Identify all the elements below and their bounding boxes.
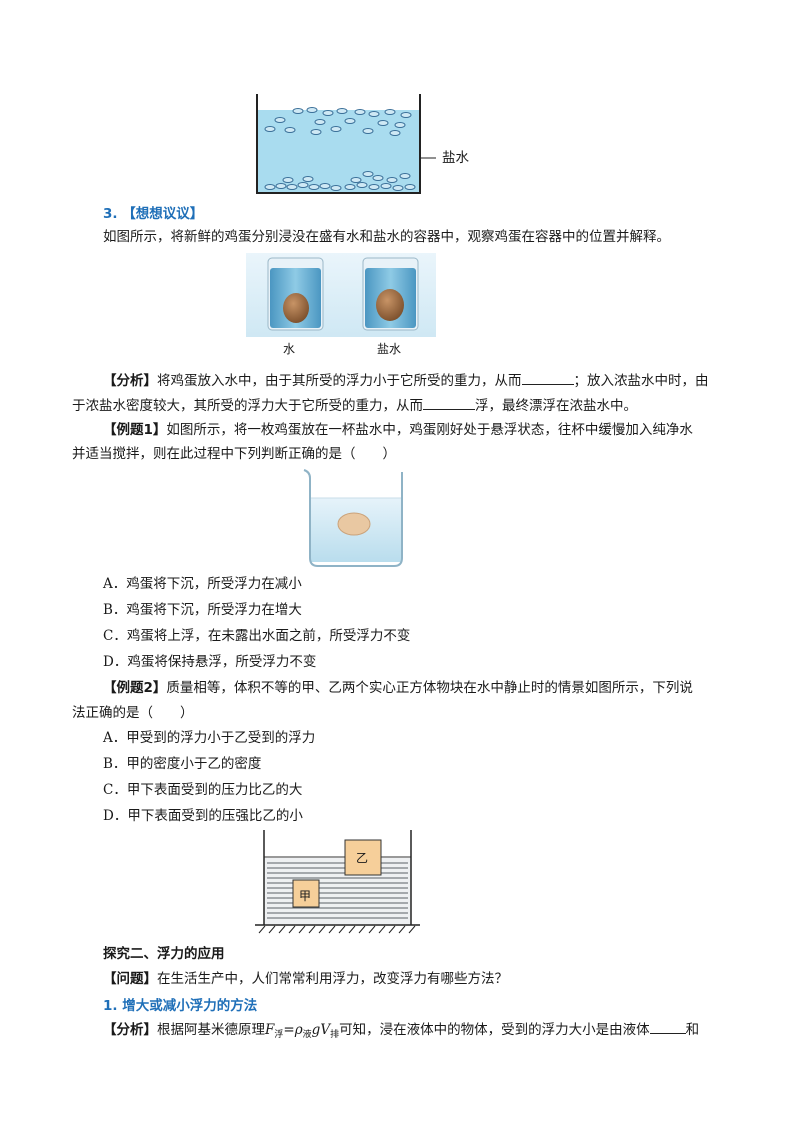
- section-1-heading: 1. 增大或减小浮力的方法: [103, 998, 258, 1014]
- egg-beaker-figure: [300, 468, 410, 570]
- example-1-line-2: 并适当搅拌，则在此过程中下列判断正确的是（ ）: [72, 446, 396, 462]
- example-1-line-1: 【例题1】如图所示，将一枚鸡蛋放在一杯盐水中，鸡蛋刚好处于悬浮状态，往杯中缓慢加…: [103, 422, 693, 438]
- example-tag: 【例题1】: [103, 422, 167, 438]
- example-1-option-b[interactable]: B．鸡蛋将下沉，所受浮力在增大: [103, 602, 302, 618]
- analysis-1-line-2: 于浓盐水密度较大，其所受的浮力大于它所受的重力，从而浮，最终漂浮在浓盐水中。: [72, 395, 637, 416]
- question-line: 【问题】在生活生产中，人们常常利用浮力，改变浮力有哪些方法？: [103, 971, 508, 987]
- eggs-figure: 水 盐水: [246, 253, 436, 358]
- example-tag: 【例题2】: [103, 680, 167, 696]
- analysis-2-line: 【分析】根据阿基米德原理F浮=ρ液gV排可知，浸在液体中的物体，受到的浮力大小是…: [103, 1019, 699, 1045]
- label-salt-water: 盐水: [377, 342, 402, 356]
- answer-blank[interactable]: [521, 370, 574, 385]
- block-a-label: 甲: [299, 889, 312, 903]
- answer-blank[interactable]: [423, 395, 475, 410]
- analysis-tag: 【分析】: [103, 1022, 157, 1038]
- section-3-heading: 3. 【想想议议】: [103, 202, 203, 222]
- analysis-1-line-1: 【分析】将鸡蛋放入水中，由于其所受的浮力小于它所受的重力，从而；放入浓盐水中时，…: [103, 370, 709, 391]
- example-2-option-c[interactable]: C．甲下表面受到的压力比乙的大: [103, 782, 303, 798]
- example-1-option-a[interactable]: A．鸡蛋将下沉，所受浮力在减小: [103, 576, 302, 592]
- eggs-beakers-drawing: [246, 253, 436, 337]
- salt-water-figure: 盐水: [250, 92, 480, 196]
- section-title: 【想想议议】: [122, 206, 204, 222]
- example-2-line-2: 法正确的是（ ）: [72, 705, 194, 721]
- blocks-in-water-figure: 乙 甲: [255, 830, 420, 936]
- block-b-label: 乙: [356, 851, 369, 865]
- example-2-option-b[interactable]: B．甲的密度小于乙的密度: [103, 756, 262, 772]
- egg-beaker-drawing: [303, 469, 403, 567]
- analysis-tag: 【分析】: [103, 373, 157, 389]
- section-number: 3.: [103, 206, 118, 222]
- example-2-line-1: 【例题2】质量相等，体积不等的甲、乙两个实心正方体物块在水中静止时的情景如图所示…: [103, 680, 693, 696]
- salt-water-container-drawing: [256, 94, 436, 194]
- label-water: 水: [283, 342, 296, 356]
- blocks-in-water-drawing: [255, 830, 420, 934]
- intro-paragraph: 如图所示，将新鲜的鸡蛋分别浸没在盛有水和盐水的容器中，观察鸡蛋在容器中的位置并解…: [103, 229, 670, 245]
- example-1-option-c[interactable]: C．鸡蛋将上浮，在未露出水面之前，所受浮力不变: [103, 628, 411, 644]
- example-2-option-d[interactable]: D．甲下表面受到的压强比乙的小: [103, 808, 303, 824]
- example-1-option-d[interactable]: D．鸡蛋将保持悬浮，所受浮力不变: [103, 654, 317, 670]
- example-2-option-a[interactable]: A．甲受到的浮力小于乙受到的浮力: [103, 730, 316, 746]
- salt-water-label: 盐水: [442, 150, 469, 166]
- question-tag: 【问题】: [103, 971, 157, 987]
- answer-blank[interactable]: [649, 1019, 686, 1034]
- explore-2-heading: 探究二、浮力的应用: [103, 946, 225, 962]
